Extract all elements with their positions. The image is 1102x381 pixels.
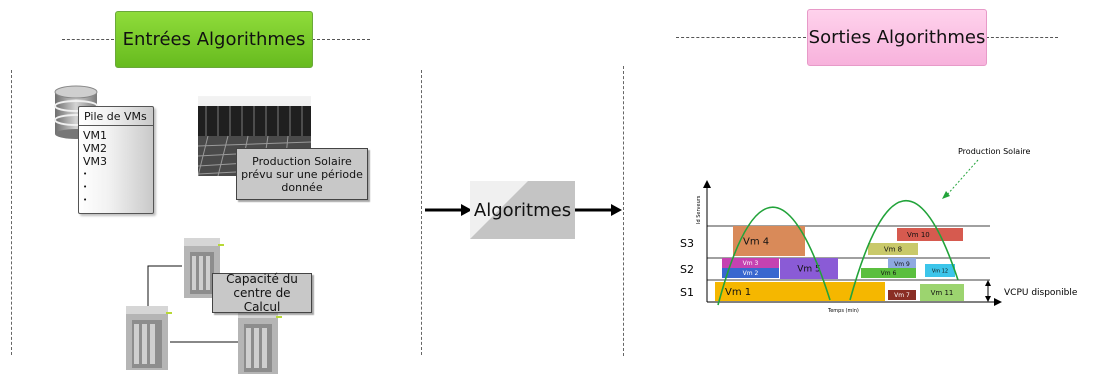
inputs-title: Entrées Algorithmes	[115, 11, 313, 68]
vm-block	[715, 282, 885, 301]
x-axis-label: Temps (min)	[827, 308, 859, 314]
server-label-s3: S3	[680, 237, 694, 250]
outputs-title-text: Sorties Algorithmes	[808, 27, 986, 48]
outputs-title-rule-left	[676, 37, 806, 38]
solar-annotation-label: Production Solaire	[958, 147, 1031, 156]
divider-left	[11, 70, 12, 355]
vm-block	[868, 243, 918, 255]
schedule-diagram: S3 S2 S1 Id Serveurs Temps (min) Vm 4 Vm …	[680, 147, 1078, 314]
vm-block-label: Vm 12	[932, 268, 948, 274]
vm-block-label: Vm 9	[894, 261, 910, 268]
solar-annotation-arrow	[942, 191, 950, 199]
vm-block-label: Vm 6	[881, 270, 897, 277]
vm-pile-item: VM3	[83, 155, 108, 168]
inputs-title-text: Entrées Algorithmes	[122, 29, 306, 50]
outputs-title: Sorties Algorithmes	[807, 9, 987, 66]
algorithm-label: Algoritmes	[473, 199, 572, 221]
inputs-title-rule-left	[62, 39, 114, 40]
server-icon-right	[238, 310, 282, 374]
vm-block	[861, 268, 916, 278]
vm-block-label: Vm 4	[743, 237, 769, 248]
vm-block	[722, 268, 779, 278]
vm-block	[888, 290, 916, 300]
vm-block-label: Vm 3	[743, 260, 759, 267]
server-label-s2: S2	[680, 263, 694, 276]
vm-pile-item: VM1	[83, 129, 108, 142]
solar-curve-2	[849, 199, 959, 301]
arrow-out-of-algorithm	[575, 204, 622, 216]
x-axis-arrow	[994, 298, 1002, 306]
vm-block-label: Vm 2	[743, 270, 759, 277]
vm-block	[925, 264, 955, 277]
vm-block-label: Vm 5	[797, 265, 821, 275]
datacenter-capacity-label: Capacité du centre de Calcul	[212, 272, 312, 314]
solar-annotation-leader	[945, 159, 979, 197]
vcpu-label: VCPU disponible	[1004, 288, 1078, 298]
vm-block	[920, 284, 964, 301]
vm-block	[780, 258, 838, 279]
vm-block-label: Vm 8	[884, 245, 902, 253]
network-link-bottom	[170, 341, 240, 343]
divider-middle-right	[623, 66, 624, 356]
divider-middle-left	[421, 70, 422, 355]
vm-pile-list: Pile de VMs VM1 VM2 VM3 • • •	[78, 106, 154, 214]
outputs-title-rule-right	[986, 37, 1058, 38]
vm-block-label: Vm 10	[907, 231, 930, 239]
vm-block-label: Vm 7	[894, 292, 910, 299]
arrow-into-algorithm	[425, 204, 472, 216]
vm-block-label: Vm 1	[725, 287, 751, 298]
vm-pile-item: VM2	[83, 142, 108, 155]
y-axis-arrow	[703, 180, 711, 188]
vm-block-label: Vm 11	[931, 289, 954, 297]
vm-pile-item: •	[83, 183, 88, 191]
vm-block	[897, 228, 963, 241]
server-icon-top	[184, 238, 224, 298]
inputs-title-rule-right	[312, 39, 370, 40]
algorithm-box-shape	[470, 181, 575, 239]
vm-pile-header: Pile de VMs	[79, 107, 153, 126]
vm-block	[888, 258, 916, 270]
solar-curve-1	[717, 206, 831, 306]
y-axis-label: Id Serveurs	[696, 195, 702, 224]
vm-pile-item: •	[83, 170, 88, 178]
vm-block	[722, 258, 779, 268]
algorithm-box: Algoritmes	[470, 181, 575, 239]
server-label-s1: S1	[680, 286, 694, 299]
solar-forecast-label: Production Solaire prévu sur une période…	[236, 148, 368, 200]
server-icon-left	[126, 306, 172, 370]
vm-pile-item: •	[83, 196, 88, 204]
